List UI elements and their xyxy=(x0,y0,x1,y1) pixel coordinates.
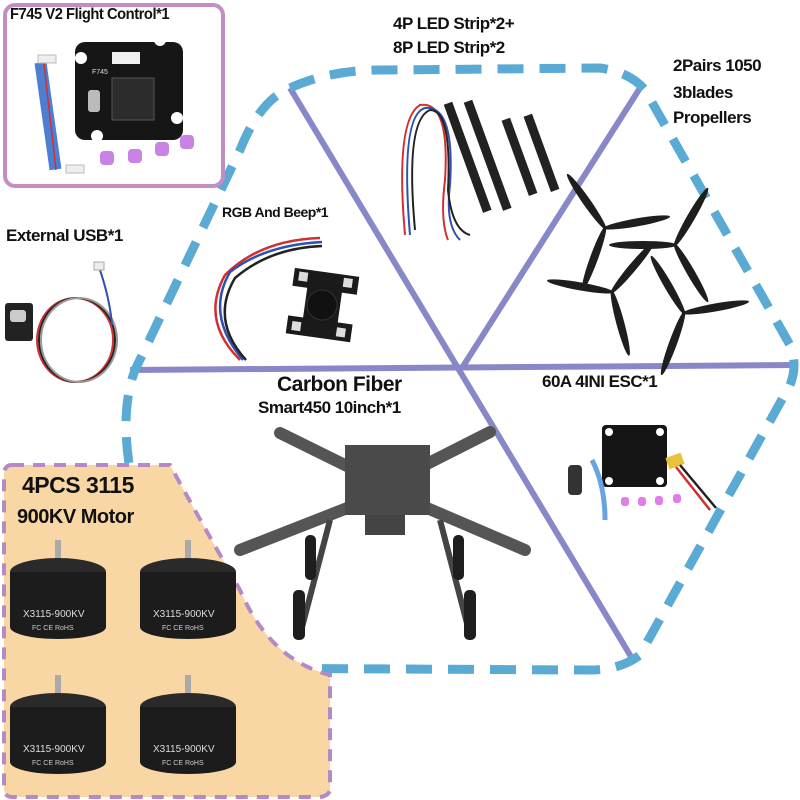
motor xyxy=(10,675,106,774)
frame-arms xyxy=(234,426,531,556)
esc-power-lead-red xyxy=(675,466,711,511)
buzzer xyxy=(306,289,338,321)
propeller xyxy=(546,241,655,356)
motor-label-line2: 900KV Motor xyxy=(17,506,134,528)
motor xyxy=(140,675,236,774)
esc-ribbon-cable xyxy=(589,458,608,521)
frame-bottom-plate xyxy=(365,515,405,535)
fc-mount-hole xyxy=(75,52,87,64)
rgb-led xyxy=(335,327,346,338)
led-strip-4p xyxy=(523,113,560,192)
frame-arm xyxy=(274,427,361,476)
motor-model-label: X3115-900KV xyxy=(23,609,85,620)
rgb-beep-board xyxy=(285,267,360,343)
rgb-led xyxy=(342,277,353,288)
propeller xyxy=(609,187,709,303)
esc-mount-hole xyxy=(605,428,613,436)
fc-connector xyxy=(65,164,85,174)
fc-ribbon-red-wire xyxy=(43,63,57,171)
fc-mount-hole xyxy=(154,34,166,46)
hexagon-dashed-border xyxy=(121,63,799,675)
usb-cable-connector xyxy=(93,261,105,271)
led-strips xyxy=(443,99,560,213)
damper xyxy=(100,151,114,165)
motor-label-line1: 4PCS 3115 xyxy=(22,472,134,498)
divider-line xyxy=(459,86,643,370)
led-strip-label-line1: 4P LED Strip*2+ xyxy=(393,14,515,33)
led-wire-bundle xyxy=(401,103,471,241)
motor-cert-label: FC CE RoHS xyxy=(32,625,74,632)
frame-label-line1: Carbon Fiber xyxy=(277,373,402,396)
frame-center-plate xyxy=(345,445,430,515)
motor-model-label: X3115-900KV xyxy=(153,609,215,620)
damper xyxy=(155,142,169,156)
usb-cable xyxy=(36,269,118,383)
fc-dampers xyxy=(100,135,194,165)
motor-model-label: X3115-900KV xyxy=(23,744,85,755)
esc-capacitor xyxy=(568,465,582,495)
propeller-label-line1: 2Pairs 1050 xyxy=(673,56,762,75)
motor-model-label: X3115-900KV xyxy=(153,744,215,755)
external-usb-label: External USB*1 xyxy=(6,226,123,245)
damper xyxy=(128,149,142,163)
rgb-beep-cable xyxy=(214,236,323,361)
esc-board xyxy=(602,425,667,487)
fc-mcu-chip xyxy=(111,77,155,121)
fc-ribbon-cable xyxy=(34,61,62,171)
motor-cert-label: FC CE RoHS xyxy=(162,760,204,767)
landing-gear-foam xyxy=(293,535,476,640)
fc-mount-hole xyxy=(171,112,183,124)
propeller xyxy=(650,255,750,376)
esc-power-lead-black xyxy=(679,464,717,509)
led-strip-8p xyxy=(463,99,512,211)
flight-controller-label: F745 V2 Flight Control*1 xyxy=(10,6,170,23)
led-strip-8p xyxy=(443,101,492,213)
propeller xyxy=(566,173,671,291)
divider-line xyxy=(287,86,636,662)
rgb-led xyxy=(291,321,302,332)
usb-c-port xyxy=(10,310,26,322)
fc-usb-c-port xyxy=(88,90,100,112)
esc-mount-hole xyxy=(656,428,664,436)
motor-cert-label: FC CE RoHS xyxy=(32,760,74,767)
frame-arm xyxy=(414,499,531,556)
motor-cert-label: FC CE RoHS xyxy=(162,625,204,632)
frame-arm xyxy=(234,499,361,556)
esc-mount-hole xyxy=(605,477,613,485)
esc-dampers xyxy=(621,494,681,506)
motor xyxy=(10,540,106,639)
led-strip-label-line2: 8P LED Strip*2 xyxy=(393,38,505,57)
propeller-label-line2: 3blades xyxy=(673,83,733,102)
fc-connector xyxy=(37,54,57,64)
rgb-beep-label: RGB And Beep*1 xyxy=(222,204,329,220)
fc-header-connector xyxy=(112,52,140,64)
fc-mount-hole xyxy=(91,130,103,142)
propeller-label-line3: Propellers xyxy=(673,108,752,127)
motor xyxy=(140,540,236,639)
led-strip-4p xyxy=(501,117,538,196)
esc-mount-hole xyxy=(656,477,664,485)
frame-label-line2: Smart450 10inch*1 xyxy=(258,398,401,417)
fc-board-marking: F745 xyxy=(92,69,108,76)
rgb-led xyxy=(298,271,309,282)
esc-label: 60A 4INI ESC*1 xyxy=(542,372,658,391)
damper xyxy=(180,135,194,149)
